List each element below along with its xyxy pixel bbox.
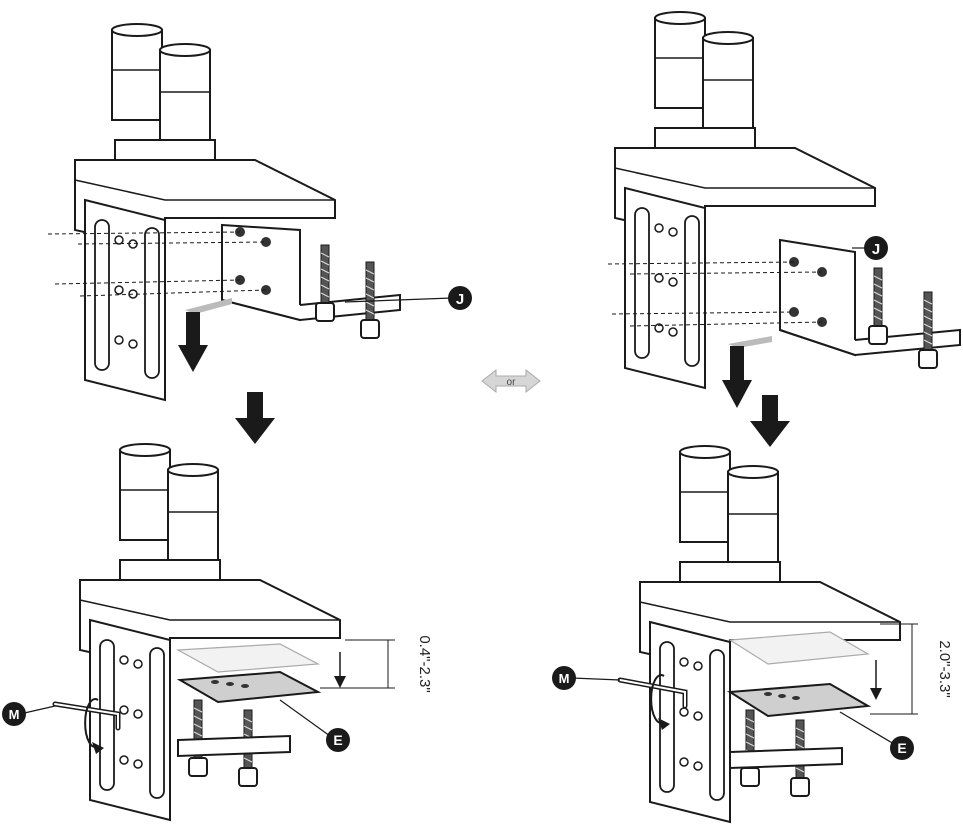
label-e-badge <box>326 728 350 752</box>
post-tubes <box>654 11 754 135</box>
or-text: or <box>507 377 517 388</box>
dimension-left: 0.4"-2.3" <box>320 635 433 693</box>
dimension-left-text: 0.4"-2.3" <box>416 635 433 692</box>
screw-1 <box>315 244 335 322</box>
alignment-guides <box>47 231 267 297</box>
post-tubes <box>679 445 779 569</box>
screw-1 <box>868 267 888 345</box>
insert-arrow <box>722 336 772 408</box>
label-m: M <box>559 671 570 686</box>
label-j-badge <box>864 236 888 260</box>
or-indicator: or <box>481 368 541 394</box>
hex-key-m <box>52 698 121 754</box>
label-m: M <box>9 707 20 722</box>
label-m-badge <box>2 702 26 726</box>
step-bottom-left: 0.4"-2.3" M E <box>2 443 433 821</box>
label-e-badge <box>890 736 914 760</box>
plate-e <box>176 670 322 704</box>
label-j: J <box>872 241 880 258</box>
step-arrow-left <box>235 392 275 444</box>
plate-e <box>726 682 872 718</box>
step-top-right: J <box>607 11 961 408</box>
post-tubes <box>111 23 211 147</box>
label-e: E <box>897 740 906 756</box>
insert-arrow <box>178 298 232 372</box>
label-m-badge <box>552 666 576 690</box>
double-arrow-icon <box>481 368 541 394</box>
screw-1 <box>740 709 760 787</box>
screw-1 <box>188 699 208 777</box>
step-arrow-right <box>750 395 790 447</box>
screw-2 <box>918 291 938 369</box>
label-e: E <box>333 732 342 748</box>
step-bottom-right: 2.0"-3.3" M E <box>552 445 953 823</box>
dimension-right-text: 2.0"-3.3" <box>936 640 953 697</box>
step-top-left: J <box>47 23 472 401</box>
plate-ghost <box>175 643 321 673</box>
label-j-badge <box>448 286 472 310</box>
dimension-right: 2.0"-3.3" <box>870 623 953 715</box>
plate-ghost <box>728 631 870 665</box>
alignment-guides <box>607 261 823 327</box>
post-tubes <box>119 443 219 567</box>
label-j: J <box>456 291 464 308</box>
hex-key-m <box>617 674 688 730</box>
